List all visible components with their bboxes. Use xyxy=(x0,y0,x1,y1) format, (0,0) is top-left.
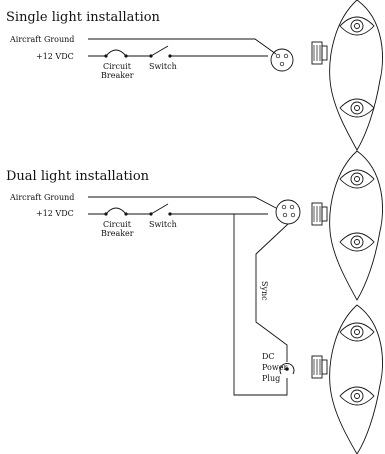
dc-power-plug xyxy=(279,362,295,375)
dual-connector xyxy=(275,199,301,225)
single-connector xyxy=(270,48,294,72)
plug-label-2: Power xyxy=(262,363,287,372)
single-breaker-label-1: Circuit xyxy=(103,62,132,71)
single-title: Single light installation xyxy=(6,10,161,25)
dual-breaker-label-2: Breaker xyxy=(101,229,134,238)
single-light-unit xyxy=(311,0,383,151)
dual-sync-wire xyxy=(255,223,289,362)
dual-light-unit-2 xyxy=(311,304,383,454)
dual-light-unit-1 xyxy=(311,150,383,301)
single-circuit-breaker xyxy=(105,49,127,57)
plug-label-3: Plug xyxy=(262,374,280,383)
dual-aircraft-ground-label: Aircraft Ground xyxy=(9,193,74,202)
single-breaker-label-2: Breaker xyxy=(101,71,134,80)
single-ground-wire xyxy=(88,38,277,55)
single-switch-lever xyxy=(150,45,169,57)
dual-ground-wire xyxy=(88,196,277,209)
single-switch-label: Switch xyxy=(149,62,177,71)
dual-plug-power-wire xyxy=(233,214,288,396)
dual-breaker-label-1: Circuit xyxy=(103,220,132,229)
dual-switch-lever xyxy=(150,203,169,215)
sync-label: Sync xyxy=(260,281,269,301)
dual-circuit-breaker xyxy=(105,207,127,215)
single-aircraft-ground-label: Aircraft Ground xyxy=(9,35,74,44)
dual-switch-label: Switch xyxy=(149,220,177,229)
dual-installation: Dual light installation Aircraft Ground … xyxy=(6,150,383,454)
dual-title: Dual light installation xyxy=(6,169,150,184)
single-installation: Single light installation Aircraft Groun… xyxy=(6,0,383,151)
single-supply-label: +12 VDC xyxy=(36,52,74,61)
plug-label-1: DC xyxy=(262,352,275,361)
dual-supply-label: +12 VDC xyxy=(36,209,74,218)
